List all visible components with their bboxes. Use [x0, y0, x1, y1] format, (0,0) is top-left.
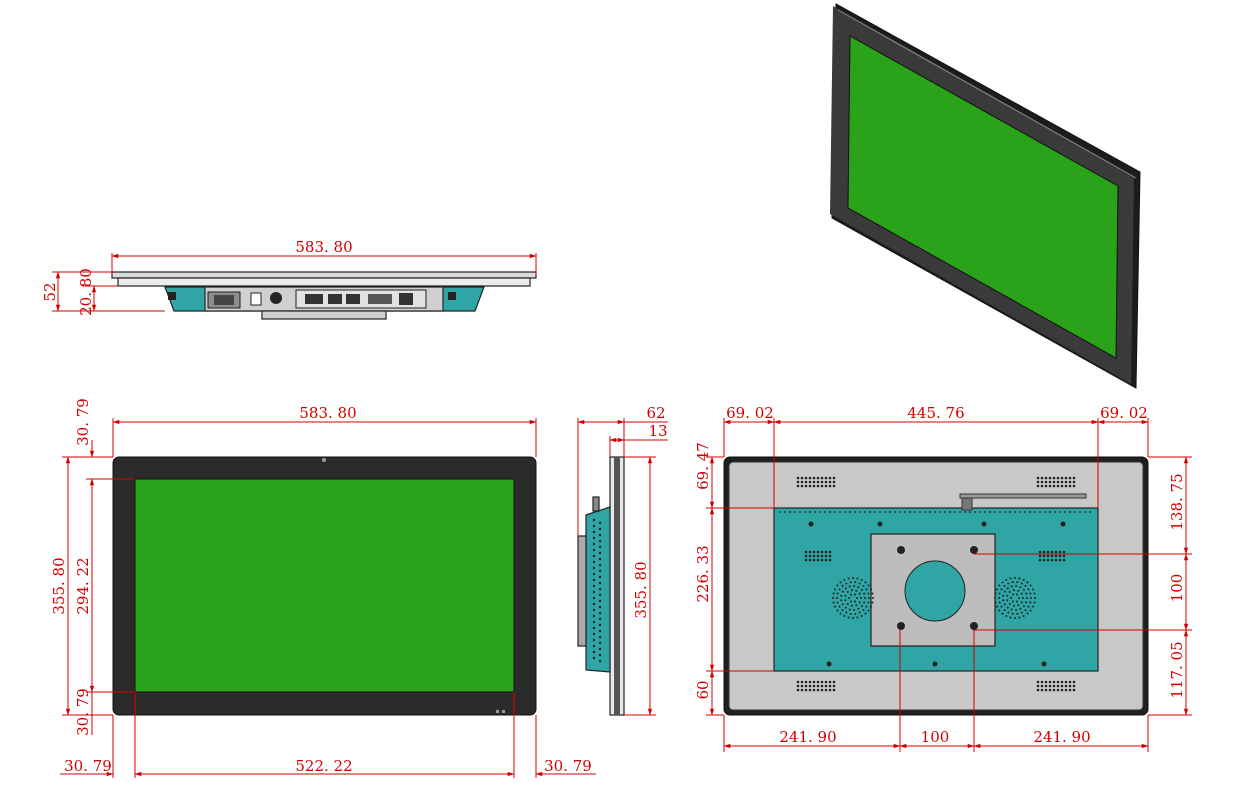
top-width-label: 583. 80 — [295, 238, 352, 256]
front-width-label: 583. 80 — [299, 404, 356, 422]
dimension-lines — [52, 253, 1192, 778]
rear-vesa-spacing-h-label: 100 — [921, 728, 950, 746]
front-left-bezel-label: 30. 79 — [64, 757, 112, 775]
front-bottom-bezel-label: 30. 79 — [74, 688, 92, 736]
rear-vesa-right-label: 241. 90 — [1033, 728, 1090, 746]
rear-housing-width-label: 445. 76 — [907, 404, 964, 422]
front-screen-width-label: 522. 22 — [295, 757, 352, 775]
rear-bottom-offset-label: 60 — [694, 680, 712, 699]
side-panel-depth-label: 13 — [648, 422, 667, 440]
top-view — [111, 271, 537, 320]
rear-top-offset-label: 69. 47 — [694, 442, 712, 490]
side-depth-label: 62 — [646, 404, 665, 422]
rear-view — [723, 456, 1149, 716]
dimension-labels: 583. 80 52 20. 80 583. 80 355. 80 294. 2… — [41, 238, 1186, 775]
rear-vesa-spacing-v-label: 100 — [1168, 574, 1186, 603]
front-top-bezel-label: 30. 79 — [74, 398, 92, 446]
rear-left-offset-label: 69. 02 — [726, 404, 774, 422]
front-view — [112, 456, 537, 716]
front-screen — [134, 478, 515, 693]
isometric-view — [830, 3, 1141, 389]
rear-right-offset-label: 69. 02 — [1100, 404, 1148, 422]
top-depth-total-label: 52 — [41, 282, 59, 301]
front-height-label: 355. 80 — [50, 557, 68, 614]
side-view — [577, 456, 625, 716]
rear-vents — [779, 476, 1091, 692]
iso-screen — [847, 35, 1119, 359]
front-screen-height-label: 294. 22 — [74, 557, 92, 614]
side-height-label: 355. 80 — [632, 561, 650, 618]
side-vents — [592, 518, 602, 663]
rear-vesa-top-label: 138. 75 — [1168, 473, 1186, 530]
rear-vesa-bottom-label: 117. 05 — [1168, 641, 1186, 698]
rear-housing-height-label: 226. 33 — [694, 545, 712, 602]
rear-vesa-left-label: 241. 90 — [779, 728, 836, 746]
top-depth-panel-label: 20. 80 — [77, 268, 95, 316]
front-right-bezel-label: 30. 79 — [544, 757, 592, 775]
